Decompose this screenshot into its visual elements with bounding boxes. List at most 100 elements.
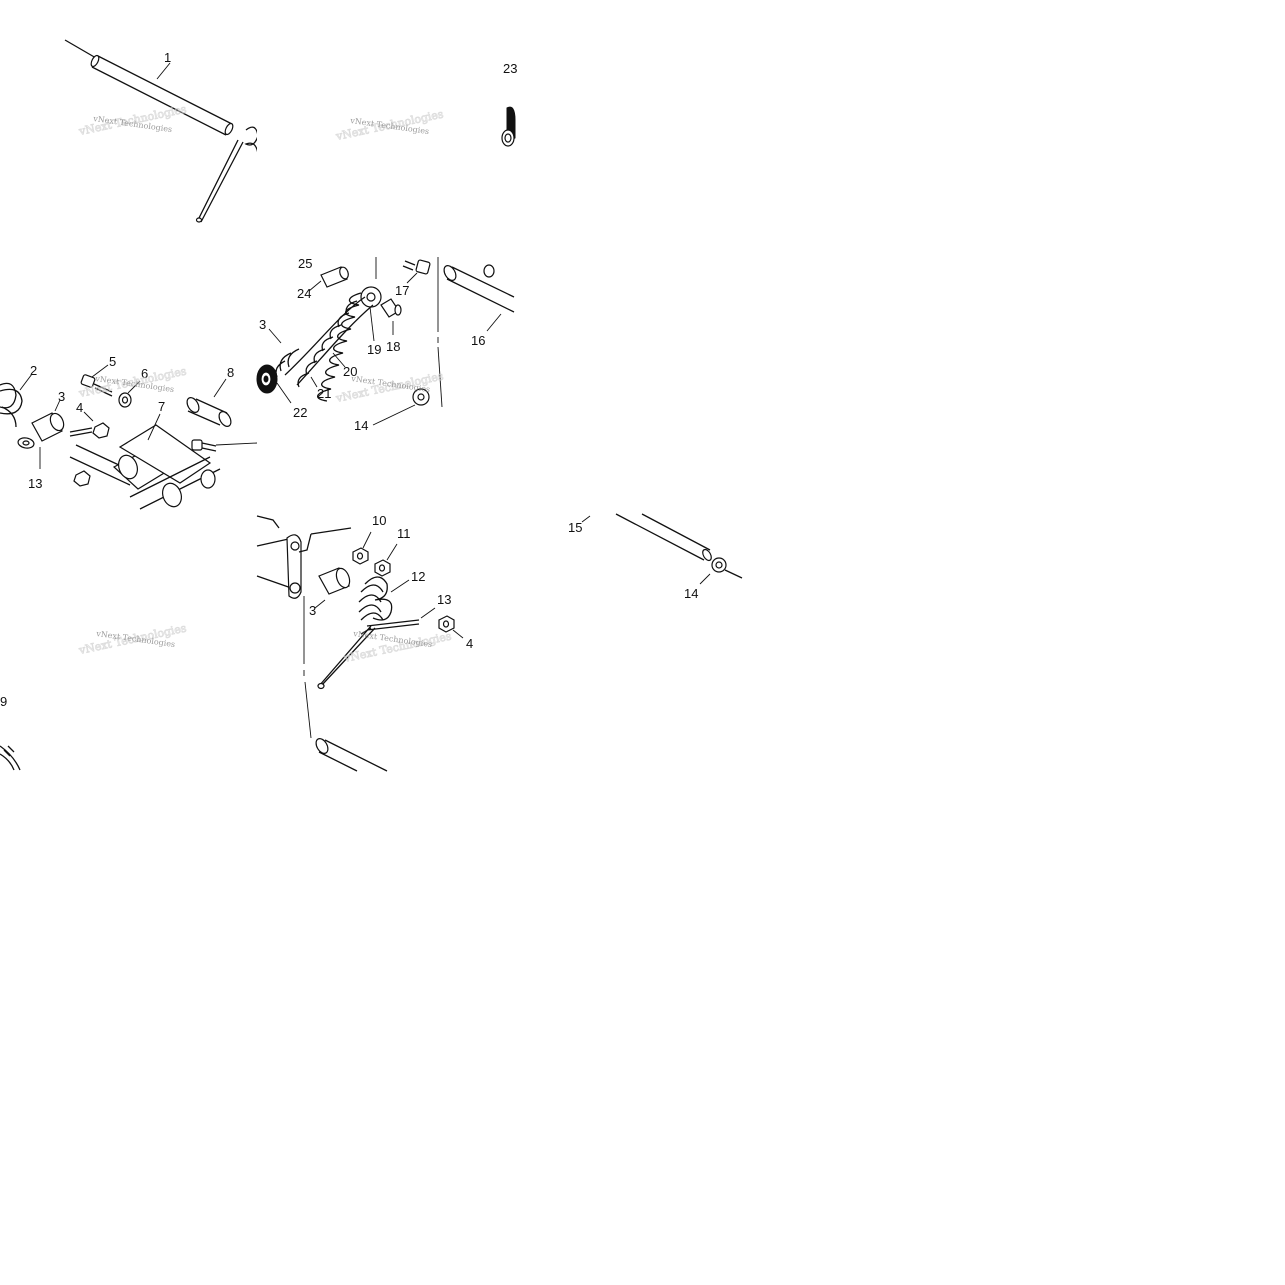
- tile-rod-right-drawing: 15 14: [568, 513, 743, 601]
- coil-spring-20: [284, 292, 374, 402]
- tube-16: [443, 264, 515, 313]
- leader-11: [386, 543, 398, 561]
- callout-4b: 4: [466, 636, 473, 651]
- bushing-18: [380, 298, 402, 318]
- sleeve-8: [186, 397, 232, 427]
- callout-12: 12: [411, 569, 425, 584]
- partial-part-9: [0, 745, 21, 771]
- callout-19: 19: [367, 342, 381, 357]
- leader-20: [332, 352, 346, 368]
- callout-21: 21: [317, 386, 331, 401]
- leader-19: [369, 306, 375, 342]
- leader-7: [147, 413, 161, 441]
- bolt-arm: [191, 439, 258, 452]
- callout-18: 18: [386, 339, 400, 354]
- shock-eye-19: [360, 286, 382, 308]
- callout-16: 16: [471, 333, 485, 348]
- rod-extension-line: [64, 39, 97, 59]
- bushing-3: [31, 412, 65, 442]
- callout-4a: 4: [76, 400, 83, 415]
- callout-14a: 14: [354, 418, 368, 433]
- callout-13b: 13: [437, 592, 451, 607]
- callout-3c: 3: [309, 603, 316, 618]
- leader-15: [581, 515, 591, 523]
- callout-23: 23: [503, 61, 517, 76]
- tile-shock-absorber: 25 24 17 16: [256, 256, 515, 514]
- bushing-24: [320, 266, 349, 288]
- callout-3a: 3: [259, 317, 266, 332]
- bolt-17: [402, 259, 431, 275]
- callout-17: 17: [395, 283, 409, 298]
- spring-12: [317, 576, 393, 690]
- leader-1: [156, 62, 171, 80]
- bushing-3c: [318, 567, 351, 595]
- callout-5: 5: [109, 354, 116, 369]
- callout-10: 10: [372, 513, 386, 528]
- bolt-5: [80, 374, 113, 397]
- leader-3b: [54, 399, 61, 412]
- bolt-13b: [360, 619, 420, 635]
- leader-4a: [83, 411, 94, 422]
- tile-bracket-spring: 10 11 3 12: [256, 513, 514, 772]
- tile-rod-right: 15 14: [514, 513, 743, 614]
- shock-eye-22: [256, 364, 278, 394]
- leader-17: [406, 272, 418, 284]
- leader-10: [362, 531, 372, 549]
- bracket-plate: [256, 515, 352, 599]
- leader-8: [213, 378, 227, 398]
- callout-14b: 14: [684, 586, 698, 601]
- callout-24: 24: [297, 286, 311, 301]
- leader-14b: [699, 573, 711, 585]
- callout-20: 20: [343, 364, 357, 379]
- arm-7: [69, 424, 221, 510]
- callout-15: 15: [568, 520, 582, 535]
- tile-shock-top: vNext Technologies vNext Technologies 23: [257, 0, 517, 257]
- nut-11: [374, 559, 391, 577]
- tile-arm-assembly-drawing: 2 3 5 6: [0, 354, 258, 510]
- callout-7: 7: [158, 399, 165, 414]
- washer-14b: [711, 557, 743, 579]
- washer-6: [118, 392, 132, 408]
- spring-2: [0, 382, 35, 449]
- nut-10: [352, 547, 369, 565]
- callout-8: 8: [227, 365, 234, 380]
- leader-2: [19, 373, 33, 391]
- nut-4b: [438, 615, 455, 633]
- leader-22: [276, 382, 292, 404]
- rod-1: [90, 54, 234, 136]
- leader-6: [127, 380, 141, 394]
- leader-13b: [420, 607, 436, 619]
- leader-12: [390, 579, 410, 593]
- tube-lower: [315, 738, 388, 772]
- leader-21: [310, 376, 318, 388]
- callout-3b: 3: [58, 389, 65, 404]
- nut-4: [69, 422, 110, 439]
- callout-11: 11: [397, 526, 411, 541]
- dash-line-lower: [303, 596, 312, 739]
- callout-13a: 13: [28, 476, 42, 491]
- leader-4b: [452, 629, 464, 639]
- tile-shock-top-drawing: vNext Technologies vNext Technologies 23: [334, 61, 517, 147]
- tile-shock-absorber-drawing: 25 24 17 16: [256, 256, 515, 433]
- leader-14a: [372, 404, 416, 426]
- leader-5: [91, 364, 109, 378]
- leader-16: [486, 313, 502, 332]
- tile-lower-left-drawing: vNext Technologies vNext Technologies 9: [0, 621, 188, 771]
- dash-line-center: [437, 257, 443, 408]
- callout-2: 2: [30, 363, 37, 378]
- tile-arm-assembly: 2 3 5 6: [0, 257, 258, 514]
- leader-3c: [314, 599, 326, 609]
- leader-24: [308, 280, 322, 292]
- rod-15: [615, 513, 712, 562]
- washer-14a: [412, 388, 430, 406]
- callout-9: 9: [0, 694, 7, 709]
- spring-coil-partial: [195, 126, 259, 223]
- tile-rod-assembly: 1 vNext Technologies vNext Technologies: [0, 0, 259, 257]
- tile-lower-left: vNext Technologies vNext Technologies 9: [0, 514, 257, 771]
- tile-bracket-spring-drawing: 10 11 3 12: [256, 513, 473, 772]
- callout-25: 25: [298, 256, 312, 271]
- shock-eye-partial: [501, 106, 516, 147]
- leader-3a: [268, 328, 282, 344]
- callout-6: 6: [141, 366, 148, 381]
